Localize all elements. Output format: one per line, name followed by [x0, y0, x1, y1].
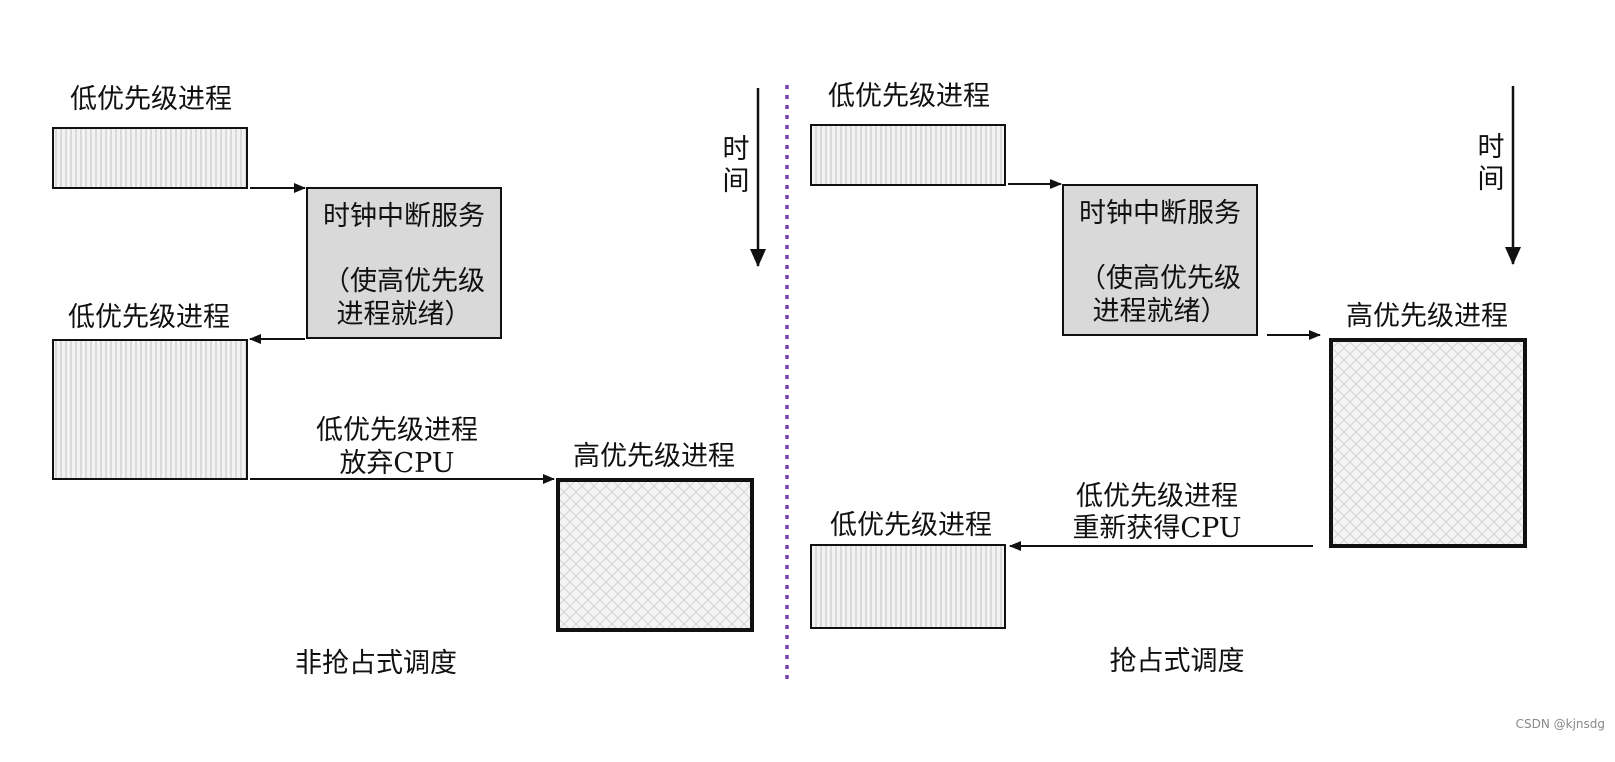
right-isr-note-line1: （使高优先级 — [1079, 263, 1241, 294]
left-isr-title: 时钟中断服务 — [323, 201, 485, 232]
right-low-process-bottom-block — [810, 544, 1006, 629]
left-caption: 非抢占式调度 — [295, 648, 457, 679]
left-low-process-top-label: 低优先级进程 — [70, 84, 232, 115]
left-time-label-char1: 时 — [723, 134, 750, 165]
right-caption: 抢占式调度 — [1110, 646, 1245, 677]
left-isr-note-line1: （使高优先级 — [323, 266, 485, 297]
right-low-process-top-block — [810, 124, 1006, 186]
left-time-label-char2: 间 — [723, 166, 750, 197]
left-yield-label-line1: 低优先级进程 — [316, 415, 478, 446]
right-low-process-top-label: 低优先级进程 — [828, 81, 990, 112]
left-high-process-block — [556, 478, 754, 632]
right-time-label-char1: 时 — [1478, 132, 1505, 163]
right-time-label-char2: 间 — [1478, 164, 1505, 195]
right-regain-label-line2: 重新获得CPU — [1072, 513, 1241, 544]
right-isr-note-line2: 进程就绪） — [1093, 296, 1228, 327]
left-low-process-top-block — [52, 127, 248, 189]
left-yield-label-line2: 放弃CPU — [339, 448, 454, 479]
left-isr-box — [306, 187, 502, 339]
right-isr-title: 时钟中断服务 — [1079, 198, 1241, 229]
right-high-process-label: 高优先级进程 — [1346, 301, 1508, 332]
watermark: CSDN @kjnsdg — [1516, 717, 1605, 731]
left-low-process-resumed-block — [52, 339, 248, 480]
right-panel-preemptive: 低优先级进程 时钟中断服务 （使高优先级 进程就绪） 高优先级进程 低优先级进程… — [810, 81, 1527, 677]
left-isr-note-line2: 进程就绪） — [337, 299, 472, 330]
left-low-process-resumed-label: 低优先级进程 — [68, 302, 230, 333]
left-high-process-label: 高优先级进程 — [573, 441, 735, 472]
right-low-process-bottom-label: 低优先级进程 — [830, 510, 992, 541]
right-high-process-block — [1329, 338, 1527, 548]
right-isr-box — [1062, 184, 1258, 336]
left-panel-non-preemptive: 低优先级进程 时钟中断服务 （使高优先级 进程就绪） 低优先级进程 低优先级进程… — [52, 84, 766, 679]
right-regain-label-line1: 低优先级进程 — [1076, 481, 1238, 512]
